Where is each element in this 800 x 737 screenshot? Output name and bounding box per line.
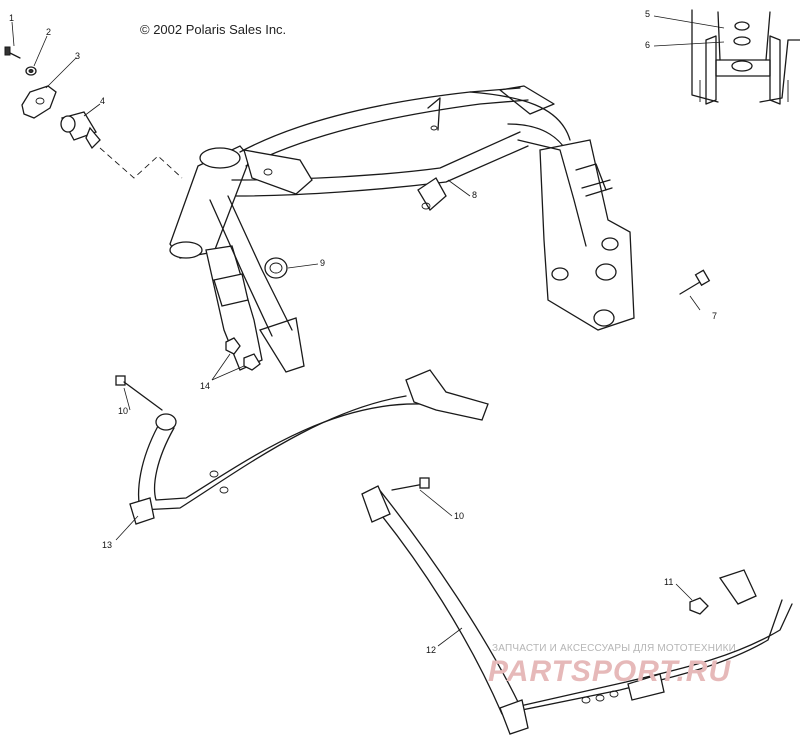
callout-14: 14 <box>200 381 211 391</box>
callout-12: 12 <box>426 645 437 655</box>
callout-11: 11 <box>664 577 674 587</box>
part-11-nut <box>689 597 709 615</box>
copyright-notice: © 2002 Polaris Sales Inc. <box>140 22 287 37</box>
callout-4: 4 <box>100 96 106 106</box>
callout-10-lower: 10 <box>454 511 465 521</box>
part-4-sleeve <box>60 111 101 150</box>
part-14-nuts <box>225 337 261 371</box>
part-10-bolt-upper <box>115 375 163 411</box>
leader-lines <box>11 15 725 647</box>
callout-3: 3 <box>75 51 81 61</box>
part-13-front-tube <box>129 369 489 525</box>
callout-8: 8 <box>472 190 478 200</box>
callout-6: 6 <box>645 40 651 50</box>
callout-5: 5 <box>645 9 651 19</box>
callout-9: 9 <box>320 258 326 268</box>
watermark-text: ЗАПЧАСТИ И АКСЕССУАРЫ ДЛЯ МОТОТЕХНИКИ <box>492 643 737 654</box>
callout-10-upper: 10 <box>118 406 129 416</box>
callout-7: 7 <box>712 311 718 321</box>
callout-13: 13 <box>102 540 113 550</box>
part-2-washer <box>25 66 37 76</box>
watermark-logo: PARTSPORT.RU <box>488 655 732 688</box>
part-3-cover-plate <box>21 85 57 119</box>
part-9-grommet <box>264 257 288 279</box>
inset-detail <box>691 9 800 105</box>
part-7-bolt <box>679 269 711 295</box>
callout-2: 2 <box>46 27 52 37</box>
part-10-bolt-lower <box>391 477 430 491</box>
part-1-screw <box>4 46 21 59</box>
part-12-rear-tube <box>361 485 793 735</box>
assembly-line <box>99 147 183 179</box>
callout-1: 1 <box>9 13 15 23</box>
part-8-main-frame <box>169 85 635 373</box>
